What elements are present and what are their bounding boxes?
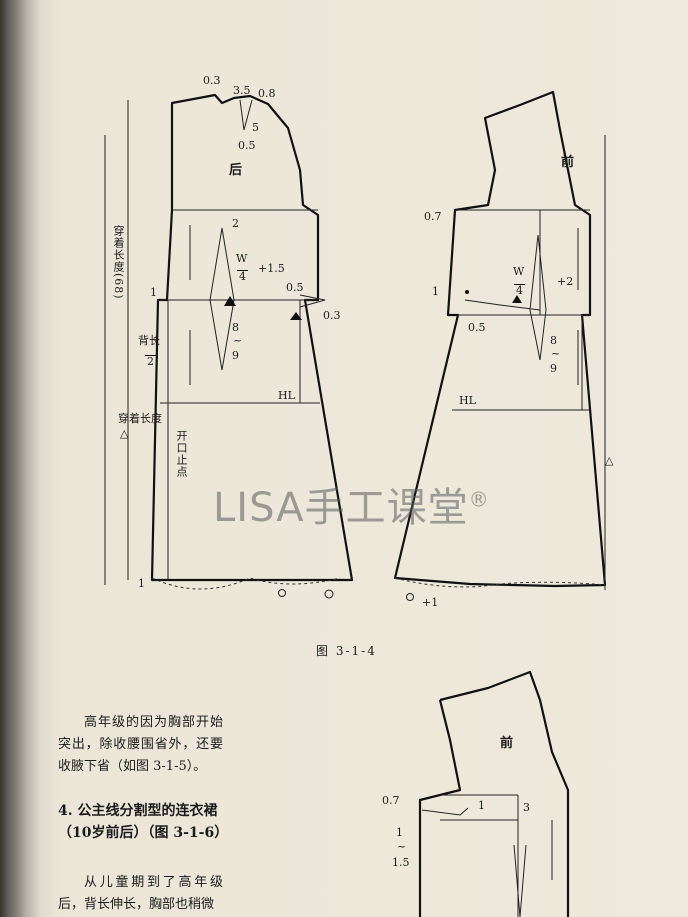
back-label-tilde: ~	[233, 334, 243, 347]
back-label-9: 9	[232, 349, 239, 362]
back-shoulder-dart	[239, 99, 253, 131]
watermark-registered-mark: ®	[468, 487, 490, 512]
second-side-dart	[421, 807, 469, 816]
second-label-07: 0.7	[382, 794, 400, 807]
front-label-w: W	[513, 265, 525, 278]
front-panel-outline	[393, 90, 607, 588]
front-side-dart	[464, 299, 541, 311]
front-hem-circle	[406, 593, 414, 601]
back-label-plus15: +1.5	[258, 262, 285, 275]
front-label-plus1: +1	[422, 596, 439, 609]
back-label-side1: 1	[150, 286, 157, 299]
back-label-hl: HL	[278, 389, 295, 402]
front-waist-dart	[529, 234, 547, 361]
second-label-range-tilde: ~	[397, 840, 407, 853]
back-hem-circle	[278, 589, 286, 597]
second-label-range1: 1	[396, 826, 403, 839]
front-label-side1: 1	[432, 285, 439, 298]
back-label-back-length: 背长	[138, 334, 160, 347]
back-label-wear-length2: 穿着长度	[118, 412, 162, 425]
back-label-triangle: △	[120, 427, 129, 440]
back-label-w: W	[236, 252, 248, 265]
front-label-8: 8	[550, 334, 557, 347]
back-hem-circle-2	[324, 589, 334, 599]
back-label-05: 0.5	[238, 139, 256, 152]
back-label-half: 2	[145, 355, 156, 368]
front-dart-triangle	[512, 295, 522, 303]
back-waist-dart	[209, 227, 235, 371]
back-side-triangle	[290, 312, 302, 320]
front-label-4: 4	[514, 284, 525, 297]
second-label-range15: 1.5	[392, 856, 410, 869]
front-label-plus2: +2	[557, 275, 574, 288]
back-label-2: 2	[232, 217, 239, 230]
back-label-wear-length: 穿着长度(68)	[112, 225, 125, 300]
front-label-9: 9	[550, 362, 557, 375]
watermark: LISA手工课堂®	[213, 475, 490, 533]
front-label-05: 0.5	[468, 321, 486, 334]
figure-caption: 图 3-1-4	[316, 644, 377, 658]
back-label-08: 0.8	[258, 87, 276, 100]
front-label-triangle: △	[605, 454, 614, 467]
front-panel-title: 前	[561, 155, 575, 170]
second-panel-title: 前	[500, 736, 514, 751]
back-dart-triangle	[224, 296, 236, 306]
back-label-5: 5	[252, 121, 259, 134]
front-dot	[465, 290, 469, 294]
second-label-1: 1	[478, 799, 485, 812]
paragraph-1: 高年级的因为胸部开始突出，除收腰围省外，还要收腋下省（如图 3-1-5）。	[58, 715, 223, 774]
second-label-3: 3	[523, 801, 530, 814]
second-panel-outline	[418, 670, 570, 917]
back-label-hem1: 1	[138, 577, 145, 590]
back-label-opening: 开口止点	[175, 430, 188, 478]
paragraph-2: 从儿童期到了高年级后，背长伸长，胸部也稍微	[58, 875, 223, 912]
back-side-dart	[299, 294, 326, 308]
section-heading: 4. 公主线分割型的连衣裙（10岁前后）（图 3-1-6）	[58, 803, 229, 841]
second-dart	[513, 844, 527, 917]
front-label-tilde: ~	[551, 347, 561, 360]
back-label-neck: 0.3	[203, 74, 221, 87]
back-label-35: 3.5	[233, 84, 251, 97]
book-spine-shadow	[0, 0, 40, 917]
front-label-hl: HL	[459, 394, 476, 407]
back-label-4: 4	[237, 270, 248, 283]
back-label-side05: 0.5	[286, 281, 304, 294]
watermark-text: LISA手工课堂	[213, 485, 469, 531]
back-label-8: 8	[232, 321, 239, 334]
front-label-07: 0.7	[424, 210, 442, 223]
back-label-side03: 0.3	[323, 309, 341, 322]
back-panel-title: 后	[229, 163, 243, 178]
